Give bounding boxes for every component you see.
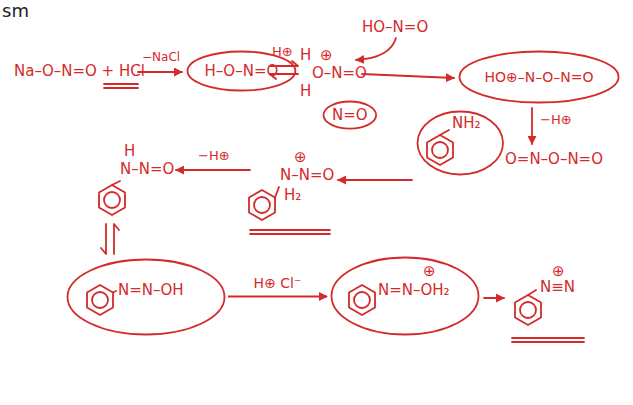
equilibrium-arrow: [114, 224, 119, 254]
formula-text: N=N–OH: [118, 281, 184, 299]
bond-line: [275, 187, 279, 198]
bond-line: [112, 181, 120, 185]
double-underline: [512, 338, 584, 342]
formula-label: N≡N: [540, 278, 575, 296]
formula-label: H: [124, 142, 135, 160]
species-circle: N=N–OH: [66, 258, 226, 336]
circle-outline-shape: [460, 52, 619, 103]
benzene-ring: [432, 142, 448, 158]
formula-text: N=N–OH₂: [378, 281, 450, 299]
benzene-ring: [254, 197, 270, 213]
circle-outline-shape: [332, 258, 479, 335]
formula-label: Na–O–N=O + HCl: [14, 62, 145, 80]
reaction-arrow: [338, 179, 412, 181]
double-underline: [104, 84, 138, 88]
formula-text: HO⊕–N–O–N=O: [485, 69, 594, 86]
formula-label: O=N–O–N=O: [505, 150, 603, 168]
formula-text: NH₂: [452, 114, 481, 132]
species-circle: ⊕N=N–OH₂: [330, 256, 480, 336]
benzene-ring: [99, 185, 125, 215]
formula-label: H: [300, 82, 311, 100]
formula-label: H: [300, 46, 311, 64]
reaction-arrow: [228, 296, 327, 298]
formula-label: O–N=O: [312, 64, 367, 82]
benzene-ring: [92, 292, 108, 308]
benzene-ring: [249, 190, 275, 220]
benzene-ring: [354, 292, 370, 308]
bond-line: [440, 130, 449, 135]
circle-outline-shape: [324, 102, 377, 129]
curved-arrow: [356, 38, 396, 60]
double-underline: [250, 230, 330, 234]
formula-label: N–N=O: [120, 160, 174, 178]
reaction-arrow: [362, 74, 454, 78]
bond-line: [113, 291, 116, 293]
species-circle: NH₂: [416, 110, 505, 176]
species-circle: N=O: [322, 100, 378, 130]
formula-label: −H⊕: [198, 148, 230, 164]
circle-outline-shape: [418, 112, 504, 175]
formula-label: HO–N=O: [362, 18, 428, 36]
formula-label: ⊕: [552, 262, 565, 280]
formula-label: ⊕: [294, 148, 307, 166]
reagent-label: H⊕ Cl⁻: [252, 275, 304, 292]
formula-text: H–O–N=O: [205, 62, 279, 80]
formula-label: N–N=O: [280, 166, 334, 184]
reaction-arrow: [484, 297, 504, 299]
formula-text: N=O: [332, 106, 368, 124]
benzene-ring: [515, 295, 541, 325]
benzene-ring: [87, 285, 113, 315]
circle-outline-shape: [68, 260, 225, 335]
equilibrium-arrow: [101, 224, 106, 254]
benzene-ring: [520, 302, 536, 318]
formula-label: H₂: [284, 186, 301, 204]
reaction-arrow: [531, 108, 533, 144]
formula-label: ⊕: [320, 46, 333, 64]
formula-label: −H⊕: [540, 112, 572, 128]
benzene-ring: [427, 135, 453, 165]
reaction-arrow: [176, 169, 250, 171]
bond-line: [528, 290, 536, 295]
benzene-ring: [349, 285, 375, 315]
formula-label: H⊕: [272, 44, 293, 60]
formula-label: −NaCl: [142, 50, 180, 64]
formula-label: sm: [2, 0, 29, 22]
benzene-ring: [104, 192, 120, 208]
species-circle: HO⊕–N–O–N=O: [458, 50, 620, 104]
formula-text: ⊕: [423, 262, 436, 280]
